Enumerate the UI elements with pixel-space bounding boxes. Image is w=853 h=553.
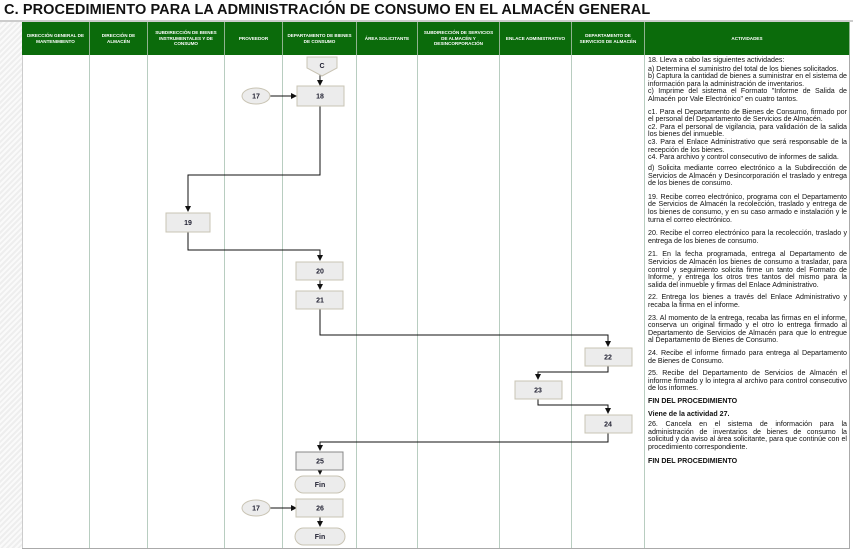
activity-text: 24. Recibe el informe firmado para entre… xyxy=(648,348,847,365)
step-box: 19 xyxy=(165,212,211,233)
svg-text:Fin: Fin xyxy=(315,482,326,489)
activity-text: 20. Recibe el correo electrónico para la… xyxy=(648,229,847,245)
page-title: C. PROCEDIMIENTO PARA LA ADMINISTRACIÓN … xyxy=(4,2,651,18)
step-box: 21 xyxy=(295,290,344,310)
col-header: Subdirección de Bienes Instrumentales y … xyxy=(148,22,225,55)
step-box: 23 xyxy=(514,380,563,400)
svg-text:22: 22 xyxy=(604,355,612,362)
svg-text:Fin: Fin xyxy=(315,534,326,541)
step-box: 18 xyxy=(296,85,345,107)
svg-text:C: C xyxy=(319,63,324,70)
svg-text:24: 24 xyxy=(604,422,612,429)
offpage-connector: C xyxy=(306,56,338,77)
svg-text:19: 19 xyxy=(184,220,192,227)
col-header: Área Solicitante xyxy=(357,22,418,55)
activity-text: b) Captura la cantidad de bienes a sumin… xyxy=(648,72,847,88)
col-header: Departamento de Servicios de Almacén xyxy=(572,22,645,55)
activity-text: 19. Recibe correo electrónico, programa … xyxy=(648,192,847,224)
activity-text: a) Determina el suministro del total de … xyxy=(648,64,839,73)
end-terminator: Fin xyxy=(294,475,346,494)
col-header: Proveedor xyxy=(225,22,283,55)
reference-circle: 17 xyxy=(241,87,271,105)
col-header: Dirección de Almacén xyxy=(90,22,148,55)
margin-stripe xyxy=(0,22,23,548)
activity-text: c1. Para el Departamento de Bienes de Co… xyxy=(648,107,847,124)
activity-text: 21. En la fecha programada, entrega al D… xyxy=(648,250,847,289)
step-box: 24 xyxy=(584,414,633,434)
svg-text:20: 20 xyxy=(316,269,324,276)
activity-text: c3. Para el Enlace Administrativo que se… xyxy=(648,137,847,154)
svg-text:21: 21 xyxy=(316,298,324,305)
svg-text:18: 18 xyxy=(316,94,324,101)
col-header: Actividades xyxy=(645,22,850,55)
activity-text: c2. Para el personal de vigilancia, para… xyxy=(648,122,847,139)
activity-text: 22. Entrega los bienes a través del Enla… xyxy=(648,293,847,310)
svg-text:17: 17 xyxy=(252,94,260,101)
activity-text: c4. Para archivo y control consecutivo d… xyxy=(648,153,839,162)
col-header: Enlace Administrativo xyxy=(500,22,572,55)
reference-circle: 17 xyxy=(241,499,271,517)
end-of-procedure: FIN DEL PROCEDIMIENTO xyxy=(648,456,738,465)
divider xyxy=(0,20,853,22)
step-box: 25 xyxy=(295,451,344,471)
end-of-procedure: FIN DEL PROCEDIMIENTO xyxy=(648,396,738,405)
swimlane-body xyxy=(22,55,850,549)
swimlane-header: Dirección General de Mantenimiento Direc… xyxy=(22,22,850,55)
col-header: Dirección General de Mantenimiento xyxy=(22,22,90,55)
svg-text:26: 26 xyxy=(316,506,324,513)
activities-column: 18. Lleva a cabo las siguientes activida… xyxy=(648,56,847,470)
activity-text: 25. Recibe del Departamento de Servicios… xyxy=(648,369,847,393)
activity-text: 18. Lleva a cabo las siguientes activida… xyxy=(648,56,785,64)
activity-text: 23. Al momento de la entrega, recaba las… xyxy=(648,313,847,345)
svg-text:23: 23 xyxy=(534,388,542,395)
activity-text: d) Solicita mediante correo electrónico … xyxy=(648,164,847,188)
step-box: 20 xyxy=(295,261,344,281)
svg-text:17: 17 xyxy=(252,506,260,513)
step-box: 22 xyxy=(584,347,633,367)
step-box: 26 xyxy=(295,498,344,518)
col-header: Subdirección de Servicios de Almacén y D… xyxy=(418,22,500,55)
activity-reference: Viene de la actividad 27. xyxy=(648,409,730,418)
col-header: Departamento de Bienes de Consumo xyxy=(283,22,357,55)
activity-text: 26. Cancela en el sistema de información… xyxy=(648,420,847,451)
end-terminator: Fin xyxy=(294,527,346,546)
svg-text:25: 25 xyxy=(316,459,324,466)
activity-text: c) Imprime del sistema el Formato "Infor… xyxy=(648,87,847,103)
